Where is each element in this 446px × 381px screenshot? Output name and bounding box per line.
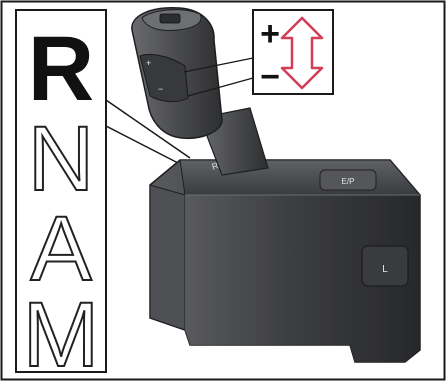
callout-plus-label: + [260, 15, 280, 53]
gear-letter-n: N [28, 108, 94, 210]
button-ep-label: E/P [342, 177, 355, 186]
button-l-label: L [382, 264, 388, 275]
paddle-minus-mark: − [158, 84, 163, 94]
callout-minus-label: − [260, 58, 280, 96]
gear-letter-r: R [28, 18, 94, 120]
callout-box: + − [253, 10, 333, 96]
gear-letter-m: M [23, 284, 100, 381]
button-ep[interactable]: E/P [320, 170, 376, 190]
button-l[interactable]: L [362, 246, 408, 286]
paddle-plus-mark: + [146, 58, 151, 68]
